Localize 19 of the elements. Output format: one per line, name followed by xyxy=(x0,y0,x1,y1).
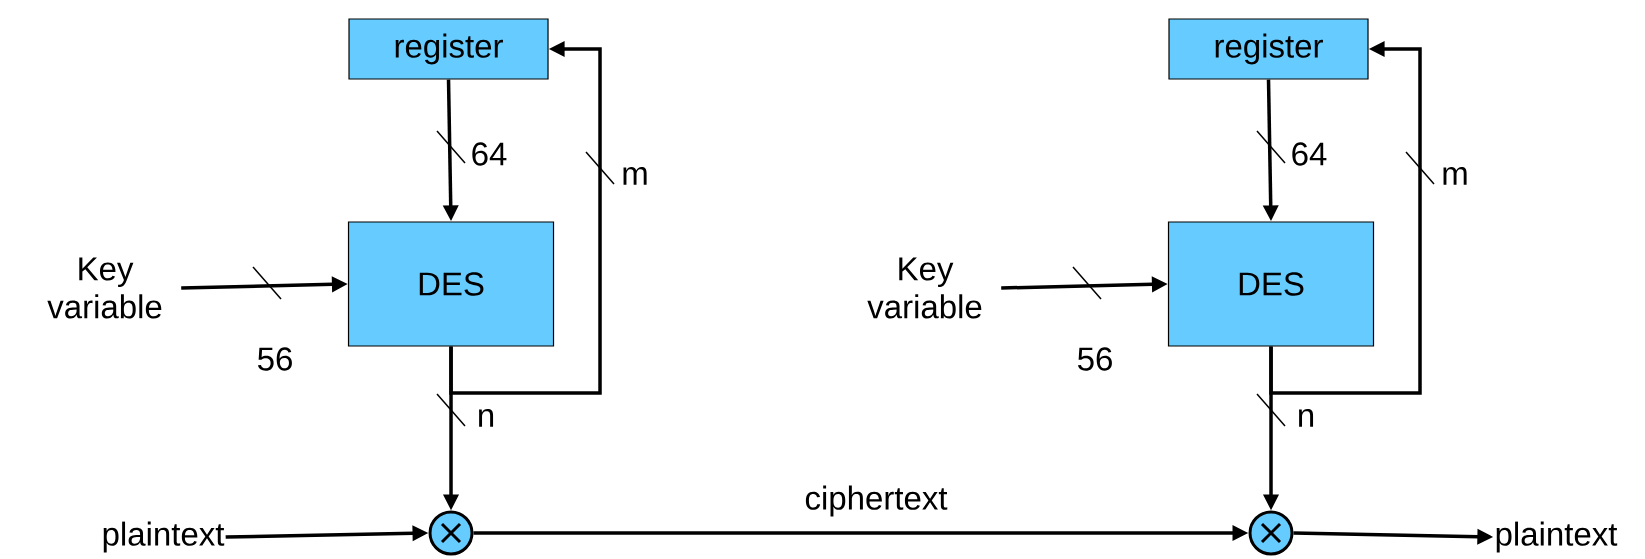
bus-width-label: 64 xyxy=(472,142,507,166)
bus-width-label: 64 xyxy=(1292,142,1327,166)
bus-width-label: n xyxy=(1299,409,1314,427)
bus-width-label: m xyxy=(623,167,647,185)
xor-symbol xyxy=(1248,510,1294,556)
process-box: register xyxy=(348,18,549,80)
bus-width-label: 56 xyxy=(258,347,292,371)
xor-symbol xyxy=(428,510,474,556)
bus-width-label: 56 xyxy=(1077,347,1112,371)
signal-label: Key variable xyxy=(867,257,982,319)
signal-label: Key variable xyxy=(47,257,162,319)
process-box: DES xyxy=(347,221,555,347)
bus-width-label: m xyxy=(1443,167,1467,185)
signal-label: plaintext xyxy=(103,521,225,553)
process-box: register xyxy=(1168,18,1369,80)
signal-label: plaintext xyxy=(1496,521,1618,553)
bus-width-label: n xyxy=(479,409,494,427)
edge-label: ciphertext xyxy=(805,485,948,517)
process-box: DES xyxy=(1167,221,1375,347)
